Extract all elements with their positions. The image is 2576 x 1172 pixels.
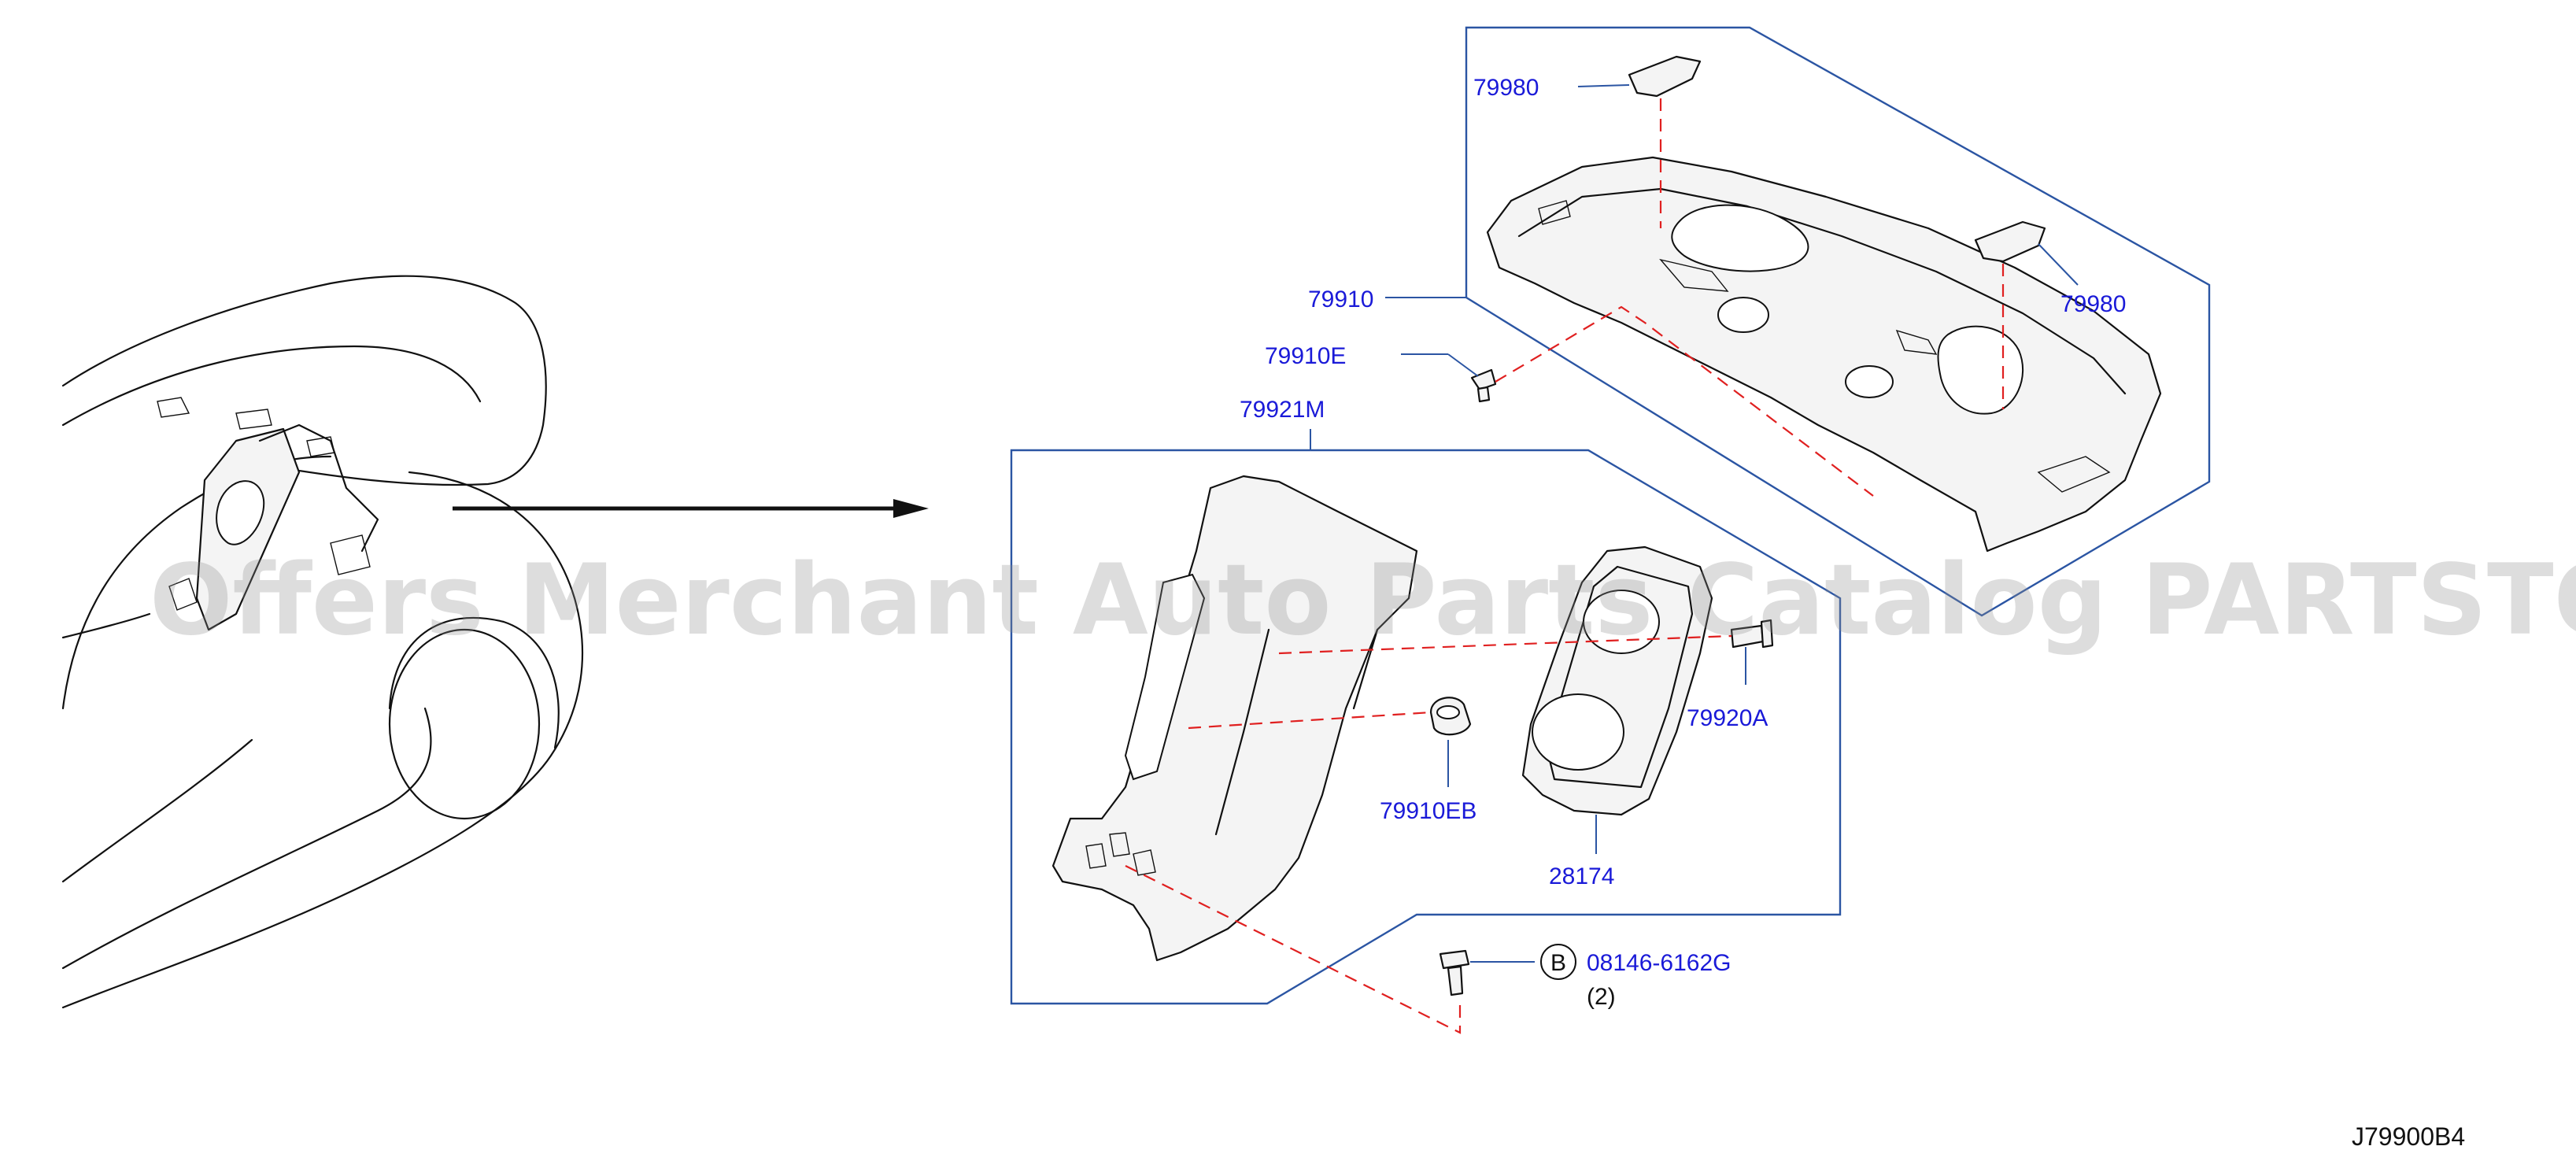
- callout-bolt[interactable]: 08146-6162G: [1587, 950, 1732, 976]
- diagram-code: J79900B4: [2352, 1122, 2465, 1151]
- side-finisher-drawing: [1051, 475, 1418, 962]
- callout-shelf-cap-left[interactable]: 79980: [1473, 75, 1539, 101]
- vehicle-rear-view-illustration: [61, 275, 584, 1009]
- shelf-clip-drawing: [1470, 368, 1497, 403]
- side-finisher-group-frame: [1010, 449, 1842, 1005]
- bolt-quantity: (2): [1587, 984, 1616, 1010]
- callout-side-finisher[interactable]: 79921M: [1240, 397, 1325, 423]
- shelf-fastener-paths: [1495, 98, 2005, 497]
- shelf-leader-lines: [1385, 84, 2079, 377]
- bolt-drawing: [1439, 949, 1470, 996]
- watermark-text: Offers Merchant Auto Parts Catalog PARTS…: [150, 544, 2576, 657]
- callout-screw[interactable]: 79920A: [1687, 705, 1768, 731]
- grommet-clip-drawing: [1429, 697, 1472, 736]
- callout-shelf-cap-right[interactable]: 79980: [2060, 291, 2126, 317]
- rear-parcel-shelf-drawing: [1486, 156, 2162, 553]
- view-direction-arrow: [453, 499, 929, 518]
- callout-rear-parcel-shelf[interactable]: 79910: [1308, 287, 1373, 312]
- bolt-symbol-letter: B: [1550, 950, 1566, 976]
- callout-shelf-clip[interactable]: 79910E: [1265, 343, 1346, 369]
- finisher-leader-lines: [1310, 429, 1746, 963]
- shelf-cap-left-drawing: [1628, 55, 1702, 98]
- callout-speaker-grille[interactable]: 28174: [1549, 863, 1614, 889]
- finisher-fastener-paths: [1125, 634, 1732, 1034]
- shelf-cap-right-drawing: [1974, 220, 2046, 263]
- speaker-grille-drawing: [1521, 545, 1713, 816]
- callout-grommet-clip[interactable]: 79910EB: [1380, 798, 1476, 824]
- screw-drawing: [1730, 619, 1774, 649]
- bolt-symbol: B: [1540, 944, 1576, 980]
